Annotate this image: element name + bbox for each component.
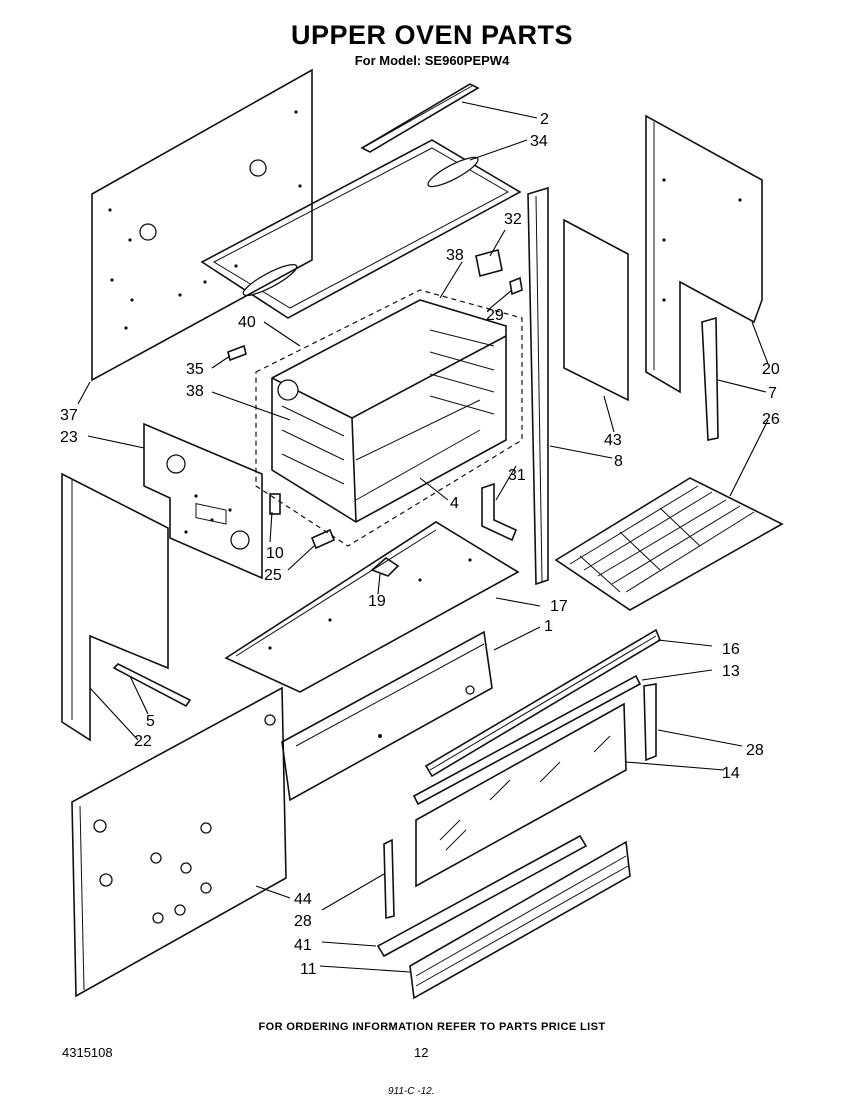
part-44-front-panel: [71, 686, 287, 998]
callout-20: 20: [762, 361, 780, 378]
part-38-oven-cavity: [255, 289, 523, 547]
callout-35: 35: [186, 361, 204, 378]
page-number: 12: [414, 1045, 429, 1060]
part-29-clip: [509, 276, 523, 296]
handwritten-note: 911-C -12.: [388, 1086, 435, 1097]
callout-14: 14: [722, 765, 740, 782]
callout-2: 2: [540, 111, 549, 128]
part-19-clip: [370, 556, 400, 577]
callout-13: 13: [722, 663, 740, 680]
callout-28: 28: [746, 742, 764, 759]
callout-1: 1: [544, 618, 553, 635]
part-10-switch: [269, 493, 281, 515]
part-14-door-glass: [415, 702, 627, 888]
document-number: 4315108: [62, 1045, 113, 1060]
part-43-insulation: [563, 218, 629, 402]
callout-37: 37: [60, 407, 78, 424]
callout-5: 5: [146, 713, 155, 730]
part-32-bracket: [475, 249, 503, 277]
callout-23: 23: [60, 429, 78, 446]
callout-44: 44: [294, 891, 312, 908]
part-17-bottom-panel: [224, 521, 520, 693]
callout-8: 8: [614, 453, 623, 470]
part-8-vertical-trim: [527, 186, 549, 586]
callout-34: 34: [530, 133, 548, 150]
ordering-instruction: FOR ORDERING INFORMATION REFER TO PARTS …: [258, 1021, 606, 1033]
callout-25: 25: [264, 567, 282, 584]
callout-29: 29: [486, 307, 504, 324]
part-34-top-panel: [200, 139, 522, 319]
callout-28: 28: [294, 913, 312, 930]
part-26-oven-rack: [554, 477, 784, 611]
part-31-bracket: [481, 482, 518, 542]
callout-16: 16: [722, 641, 740, 658]
part-35-clip: [227, 344, 247, 362]
part-28-side-strip-upper: [643, 683, 657, 762]
callout-32: 32: [504, 211, 522, 228]
leader-lines: [77, 101, 769, 973]
callout-40: 40: [238, 314, 256, 331]
callout-38: 38: [186, 383, 204, 400]
part-11-door-frame: [409, 840, 631, 1000]
part-22-left-panel: [61, 472, 169, 742]
callout-17: 17: [550, 598, 568, 615]
part-7-bracket: [701, 316, 719, 441]
callout-labels: 2 34 32 38 29 40 35 38 37 23 20 7 26 43 …: [60, 111, 780, 978]
part-28-side-strip-lower: [383, 838, 395, 920]
callout-10: 10: [266, 545, 284, 562]
part-5-strip: [112, 663, 192, 708]
callout-22: 22: [134, 733, 152, 750]
part-2-trim-strip: [360, 83, 480, 153]
callout-43: 43: [604, 432, 622, 449]
part-23-control-panel: [143, 422, 263, 580]
page-title: UPPER OVEN PARTS: [290, 20, 574, 50]
model-number: For Model: SE960PEPW4: [354, 53, 510, 68]
callout-38: 38: [446, 247, 464, 264]
callout-11: 11: [300, 961, 317, 978]
callout-31: 31: [508, 467, 526, 484]
part-37-side-panel: [91, 68, 313, 382]
part-20-right-side-panel: [645, 114, 763, 394]
callout-7: 7: [768, 385, 777, 402]
callout-41: 41: [294, 937, 312, 954]
callout-19: 19: [368, 593, 386, 610]
callout-4: 4: [450, 495, 459, 512]
part-41-bottom-strip: [376, 834, 588, 958]
part-25-connector: [310, 528, 336, 550]
part-1-front-rail: [281, 630, 493, 802]
callout-26: 26: [762, 411, 780, 428]
part-13-door-trim: [412, 674, 642, 806]
